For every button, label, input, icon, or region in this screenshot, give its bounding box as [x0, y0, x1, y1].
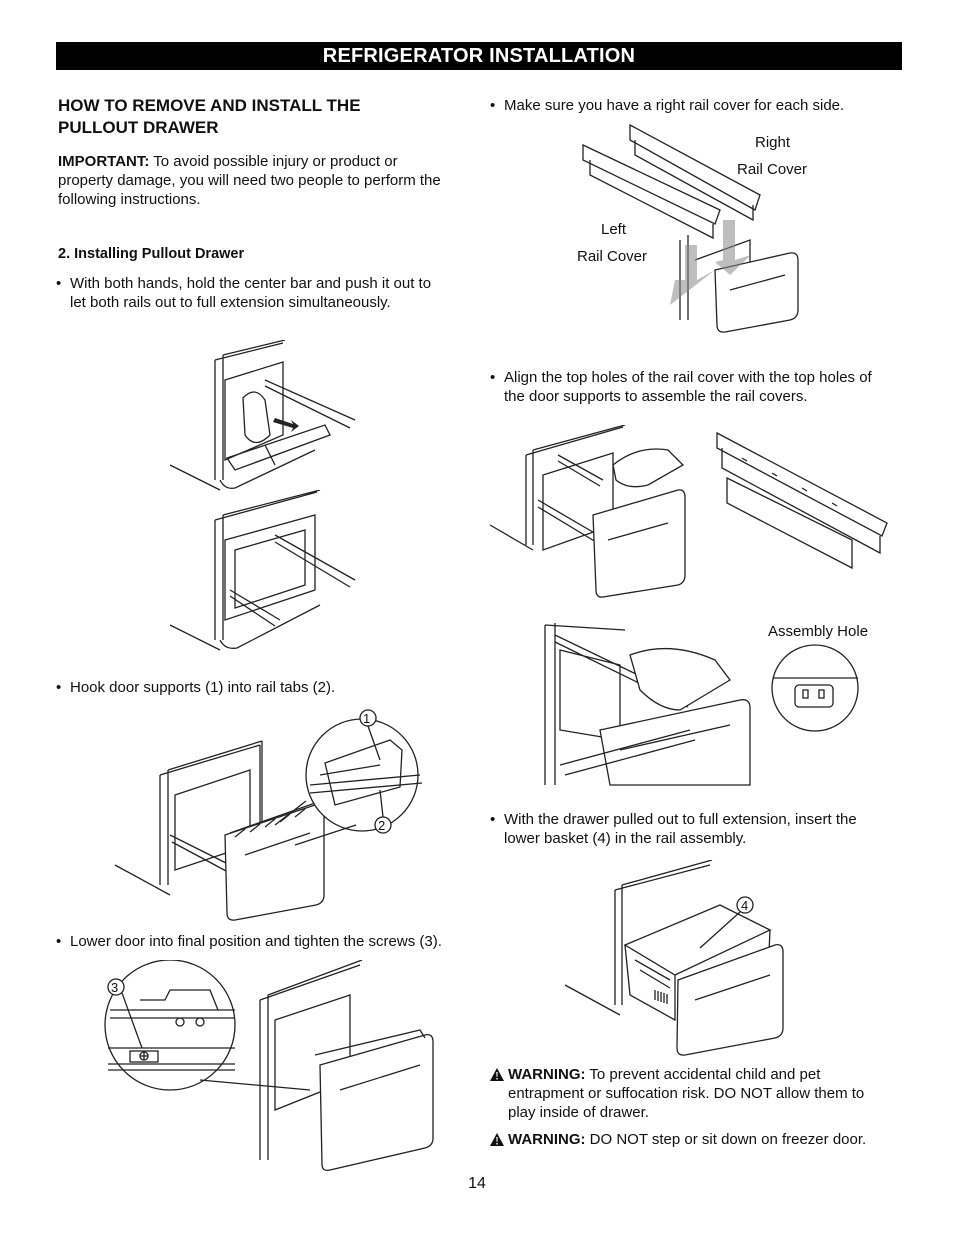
page-number: 14 [468, 1175, 486, 1192]
bullet-rail-cover-each-side: Make sure you have a right rail cover fo… [490, 96, 914, 115]
figure-tighten-screws: 3 [100, 960, 440, 1175]
figure-insert-basket: 4 [560, 860, 790, 1060]
right-rail-cover-label-line2: Rail Cover [737, 161, 808, 178]
bullet-align-holes: Align the top holes of the rail cover wi… [490, 368, 914, 406]
warning2-text: DO NOT step or sit down on freezer door. [585, 1131, 867, 1148]
warning-step-door: WARNING: DO NOT step or sit down on free… [490, 1130, 928, 1149]
warning1-label: WARNING: [508, 1066, 586, 1083]
bullet-center-bar-line1: With both hands, hold the center bar and… [70, 275, 432, 292]
warning-entrapment: WARNING: To prevent accidental child and… [490, 1065, 918, 1122]
important-note: IMPORTANT: To avoid possible injury or p… [58, 152, 478, 209]
right-rail-cover-label-line1: Right [755, 134, 791, 151]
bullet-insert-basket-line1: With the drawer pulled out to full exten… [504, 811, 857, 828]
callout-1: 1 [363, 711, 371, 726]
bullet-lower-door: Lower door into final position and tight… [56, 932, 490, 951]
warning-icon [490, 1068, 504, 1081]
section-heading-line2: PULLOUT DRAWER [58, 118, 219, 137]
figure-push-rails [165, 340, 365, 495]
callout-4: 4 [741, 898, 749, 913]
callout-3: 3 [111, 980, 119, 995]
figure-assembly-hole [540, 620, 860, 790]
warning-icon [490, 1133, 504, 1146]
important-line2: property damage, you will need two peopl… [58, 172, 441, 189]
bullet-center-bar-line2: let both rails out to full extension sim… [70, 294, 391, 311]
assembly-hole-label: Assembly Hole [768, 623, 869, 640]
important-line3: following instructions. [58, 191, 201, 208]
bullet-align-holes-line1: Align the top holes of the rail cover wi… [504, 369, 872, 386]
section-heading-line1: HOW TO REMOVE AND INSTALL THE [58, 96, 361, 115]
figure-rails-extended [165, 490, 365, 655]
figure-attach-rail-cover [488, 425, 688, 600]
bullet-hook-supports: Hook door supports (1) into rail tabs (2… [56, 678, 480, 697]
figure-hook-supports: 1 2 [110, 705, 430, 925]
figure-rail-cover-detail [712, 428, 892, 573]
page-title: REFRIGERATOR INSTALLATION [56, 42, 902, 70]
bullet-insert-basket-line2: lower basket (4) in the rail assembly. [504, 830, 747, 847]
important-line1: To avoid possible injury or product or [149, 153, 398, 170]
left-rail-cover-label-line2: Rail Cover [577, 248, 648, 265]
bullet-center-bar: With both hands, hold the center bar and… [56, 274, 480, 312]
warning1-line2: entrapment or suffocation risk. DO NOT a… [508, 1085, 865, 1102]
warning1-line3: play inside of drawer. [508, 1104, 649, 1121]
warning1-line1: To prevent accidental child and pet [585, 1066, 821, 1083]
important-label: IMPORTANT: [58, 153, 150, 170]
bullet-insert-basket: With the drawer pulled out to full exten… [490, 810, 914, 848]
bullet-align-holes-line2: the door supports to assemble the rail c… [504, 388, 808, 405]
step-title: 2. Installing Pullout Drawer [58, 246, 245, 262]
left-rail-cover-label-line1: Left [601, 221, 627, 238]
section-heading: HOW TO REMOVE AND INSTALL THE PULLOUT DR… [58, 95, 361, 139]
warning2-label: WARNING: [508, 1131, 586, 1148]
figure-rail-covers [575, 120, 805, 335]
callout-2: 2 [378, 818, 386, 833]
